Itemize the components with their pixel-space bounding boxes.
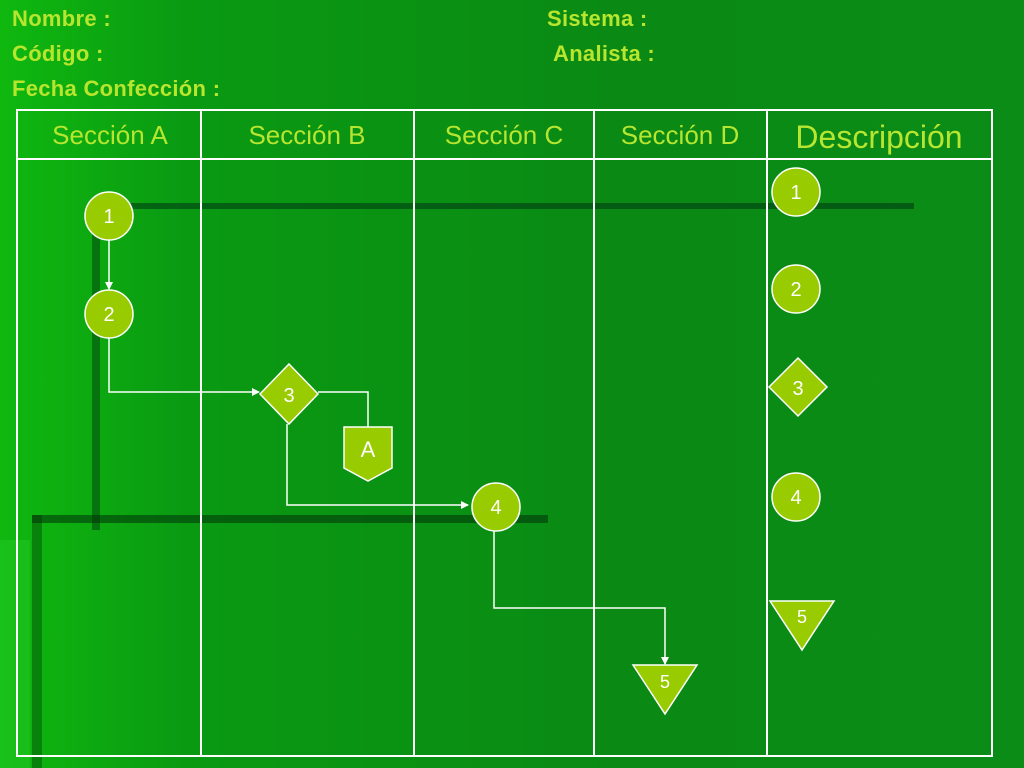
column-header-seccion-b: Sección B [248,120,365,150]
table-border [16,109,993,757]
flow-node-3: 3 [258,362,320,426]
background-shadow-bar [92,200,100,530]
flow-node-5: 5 [631,664,699,716]
triangle-shape [631,664,699,716]
circle-shape [771,264,821,314]
codigo-label: Código : [12,41,104,66]
legend-item-4: 4 [771,472,821,522]
background-shadow-bar [32,515,548,523]
legend-label: 4 [790,487,801,509]
column-header-seccion-c: Sección C [445,120,564,150]
node-label: 3 [283,385,294,407]
node-label: 4 [490,497,501,519]
legend-label: 3 [792,378,803,400]
background-light-band [0,540,30,768]
legend-item-5: 5 [768,600,836,652]
column-header-seccion-d: Sección D [621,120,740,150]
diamond-shape [258,362,320,426]
connector-4-to-5 [493,530,669,665]
flow-node-2: 2 [84,289,134,339]
diamond-shape [767,356,829,418]
sistema-label: Sistema : [547,6,648,31]
connector-3-to-4 [286,424,469,509]
swimlane-table [16,109,993,757]
circle-shape [84,289,134,339]
nombre-label: Nombre : [12,6,111,31]
legend-item-2: 2 [771,264,821,314]
legend-label: 1 [790,182,801,204]
circle-shape [84,191,134,241]
connector-2-to-3 [108,337,260,396]
legend-item-1: 1 [771,167,821,217]
background-shadow-bar [32,515,42,768]
off-page-connector-shape [343,426,393,482]
node-label: 1 [103,206,114,228]
legend-label: 5 [797,607,807,627]
legend-item-3: 3 [767,356,829,418]
fecha-confeccion-label: Fecha Confección : [12,76,221,101]
flow-node-A: A [343,426,393,482]
node-label: 5 [660,672,670,692]
connector-3-to-A [318,391,369,427]
legend-label: 2 [790,279,801,301]
analista-label: Analista : [553,41,656,66]
flow-node-4: 4 [471,482,521,532]
circle-shape [771,472,821,522]
column-header-descripcion: Descripción [795,119,962,155]
circle-shape [771,167,821,217]
node-label: 2 [103,304,114,326]
flow-node-1: 1 [84,191,134,241]
connectors [105,240,669,665]
circle-shape [471,482,521,532]
background-shadow-bar [92,203,914,209]
node-label: A [361,437,376,462]
column-header-seccion-a: Sección A [52,120,168,150]
triangle-shape [768,600,836,652]
